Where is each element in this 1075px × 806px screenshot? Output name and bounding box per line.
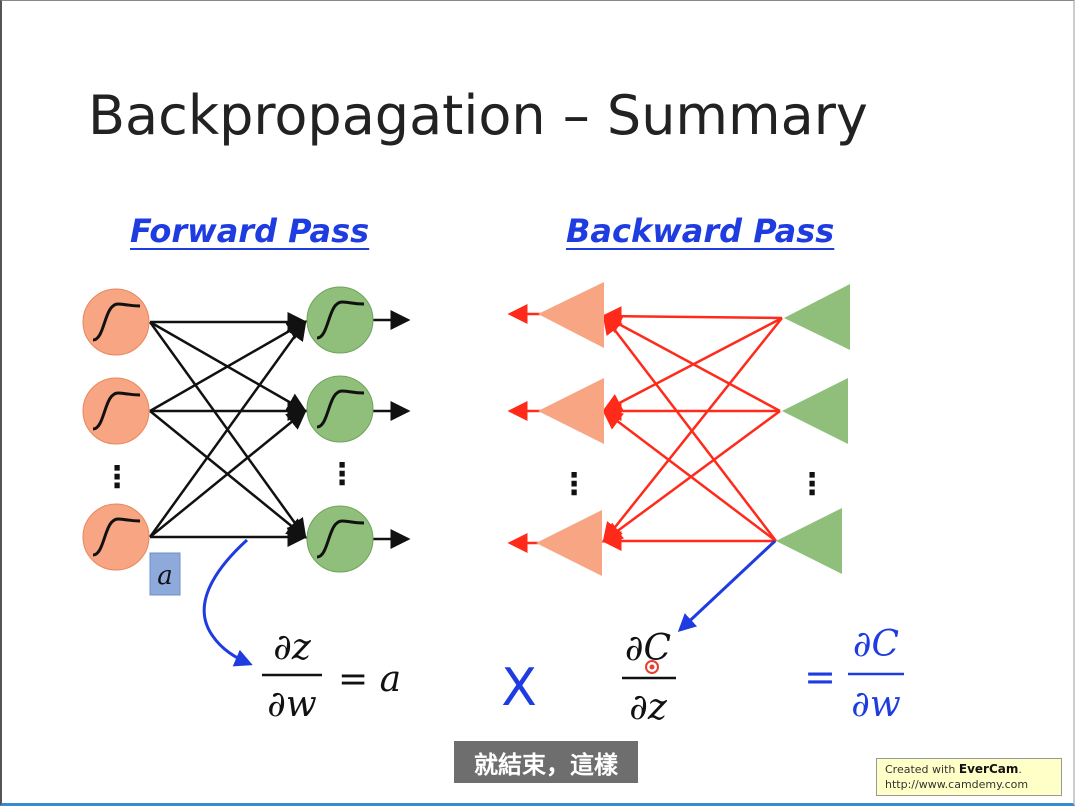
backward-blue-arrow bbox=[677, 539, 777, 633]
sigmoid-icon bbox=[316, 389, 365, 429]
forward-input-neurons bbox=[82, 288, 150, 571]
dz-numerator: ∂z bbox=[273, 627, 312, 668]
forward-connections bbox=[148, 310, 411, 549]
output-ellipsis: ⋮ bbox=[327, 457, 357, 492]
equals-a: = a bbox=[338, 659, 401, 700]
evercam-watermark[interactable]: Created with EverCam. http://www.camdemy… bbox=[876, 758, 1062, 796]
forward-blue-arrow bbox=[202, 538, 253, 667]
sigmoid-icon bbox=[316, 300, 365, 340]
dw-denominator-2: ∂w bbox=[851, 684, 901, 725]
formula-dz-dw: ∂z ∂w = a bbox=[262, 627, 401, 725]
bwd-edge-3-1 bbox=[602, 314, 777, 542]
input-neuron-1 bbox=[82, 288, 150, 356]
watermark-suffix: . bbox=[1018, 763, 1022, 776]
backward-right-triangles bbox=[776, 284, 850, 574]
sigmoid-icon bbox=[92, 517, 141, 557]
backward-left-triangles bbox=[536, 282, 604, 576]
bwd-edge-2-1 bbox=[601, 314, 781, 413]
output-neuron-3 bbox=[306, 505, 374, 573]
activation-label: a bbox=[157, 561, 173, 591]
forward-pass-title: Forward Pass bbox=[130, 212, 370, 250]
watermark-brand: EverCam bbox=[958, 762, 1019, 776]
bwd-edge-1-3 bbox=[602, 317, 783, 543]
backward-left-ellipsis: ⋮ bbox=[559, 467, 589, 502]
times-symbol: X bbox=[501, 658, 537, 718]
fwd-edge-3-2 bbox=[149, 409, 307, 538]
equals-sign: = bbox=[804, 655, 836, 699]
backward-connections bbox=[507, 304, 783, 553]
cursor-dot-icon bbox=[649, 664, 655, 670]
sigmoid-icon bbox=[316, 519, 365, 559]
input-neuron-2 bbox=[82, 377, 150, 445]
dC-numerator-2: ∂C bbox=[853, 624, 899, 665]
bwd-left-triangle-2 bbox=[538, 378, 604, 444]
bwd-left-triangle-1 bbox=[538, 282, 604, 348]
fwd-edge-2-1 bbox=[149, 320, 308, 413]
video-subtitle: 就結束，這樣 bbox=[454, 741, 638, 783]
forward-output-neurons bbox=[306, 286, 374, 573]
dw-denominator: ∂w bbox=[267, 684, 317, 725]
sigmoid-icon bbox=[92, 391, 141, 431]
input-ellipsis: ⋮ bbox=[102, 460, 132, 495]
cursor-pointer-icon bbox=[645, 660, 659, 674]
bwd-right-triangle-1 bbox=[784, 284, 850, 350]
fwd-edge-3-1 bbox=[148, 319, 307, 538]
activation-label-box bbox=[149, 552, 181, 596]
formula-dC-dz: ∂C ∂z bbox=[622, 628, 676, 728]
bwd-edge-3-2 bbox=[602, 409, 777, 542]
watermark-url: http://www.camdemy.com bbox=[885, 778, 1029, 791]
formula-dC-dw: = ∂C ∂w bbox=[804, 624, 904, 725]
output-neuron-1 bbox=[306, 286, 374, 354]
bwd-right-triangle-3 bbox=[776, 508, 842, 574]
input-neuron-3 bbox=[82, 503, 150, 571]
output-neuron-2 bbox=[306, 375, 374, 443]
slide-title: Backpropagation – Summary bbox=[88, 84, 868, 147]
dz-denominator: ∂z bbox=[629, 687, 668, 728]
backward-right-ellipsis: ⋮ bbox=[797, 467, 827, 502]
sigmoid-icon bbox=[92, 302, 141, 342]
watermark-prefix: Created with bbox=[885, 763, 959, 776]
bwd-right-triangle-2 bbox=[782, 378, 848, 444]
watermark-line-1: Created with EverCam. bbox=[885, 762, 1061, 777]
bwd-edge-1-1 bbox=[601, 306, 783, 327]
backward-pass-title: Backward Pass bbox=[566, 212, 835, 250]
bwd-left-triangle-3 bbox=[536, 510, 602, 576]
